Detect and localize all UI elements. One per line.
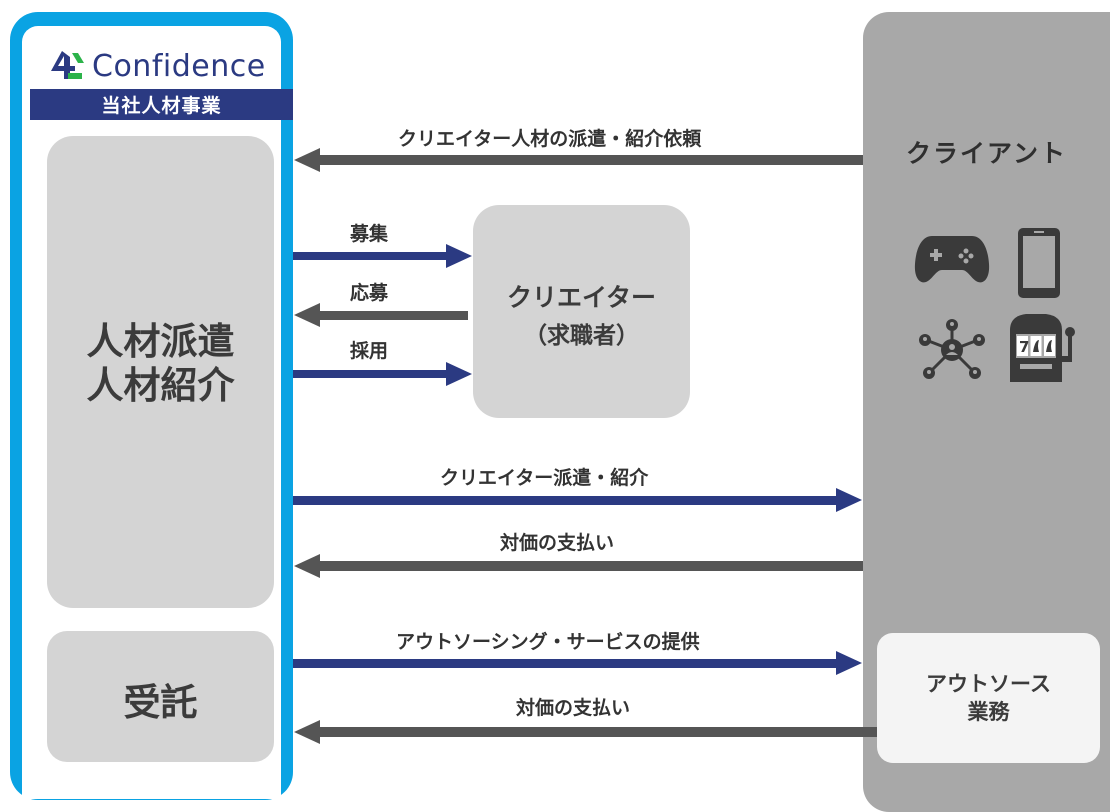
arrow-outsourcing xyxy=(293,651,862,675)
arrow-apply xyxy=(294,303,468,327)
outsource-label-line2: 業務 xyxy=(967,700,1010,724)
outsource-label: アウトソース 業務 xyxy=(877,670,1100,726)
gamepad-icon xyxy=(914,236,990,283)
svg-text:7: 7 xyxy=(1019,338,1029,356)
arrow-payment2 xyxy=(294,720,877,744)
logo-text: Confidence xyxy=(92,48,266,84)
arrow-label-payment2: 対価の支払い xyxy=(516,697,631,719)
arrow-request xyxy=(294,148,863,172)
arrow-label-recruit: 募集 xyxy=(350,223,389,245)
creator-title: クリエイター xyxy=(506,283,656,312)
smartphone-icon xyxy=(1018,228,1060,298)
staffing-label-line2: 人材紹介 xyxy=(86,364,235,407)
arrow-dispatch xyxy=(293,488,862,512)
contract-box xyxy=(47,631,274,762)
arrow-hire xyxy=(293,362,472,386)
creator-subtitle: （求職者） xyxy=(524,323,639,349)
network-icon xyxy=(919,319,985,379)
arrow-label-apply: 応募 xyxy=(350,282,389,304)
arrow-label-hire: 採用 xyxy=(350,340,389,362)
company-banner: 当社人材事業 xyxy=(30,89,293,120)
outsource-label-line1: アウトソース xyxy=(926,672,1051,696)
arrow-label-outsourcing: アウトソーシング・サービスの提供 xyxy=(396,631,700,653)
contract-label: 受託 xyxy=(123,681,198,724)
staffing-label: 人材派遣 人材紹介 xyxy=(47,320,274,408)
client-title: クライアント xyxy=(905,139,1067,168)
arrow-label-dispatch: クリエイター派遣・紹介 xyxy=(440,467,649,489)
staffing-box xyxy=(47,136,274,608)
company-logo: Confidence xyxy=(48,44,288,88)
slot-machine-icon: 7 xyxy=(1010,314,1075,382)
confidence-logo-icon xyxy=(51,51,84,79)
outsource-box xyxy=(877,633,1100,763)
staffing-label-line1: 人材派遣 xyxy=(86,320,235,363)
arrow-label-payment1: 対価の支払い xyxy=(500,532,615,554)
arrow-recruit xyxy=(293,244,472,268)
creator-box xyxy=(473,205,690,418)
arrow-payment1 xyxy=(294,554,863,578)
arrow-label-request: クリエイター人材の派遣・紹介依頼 xyxy=(398,128,702,150)
